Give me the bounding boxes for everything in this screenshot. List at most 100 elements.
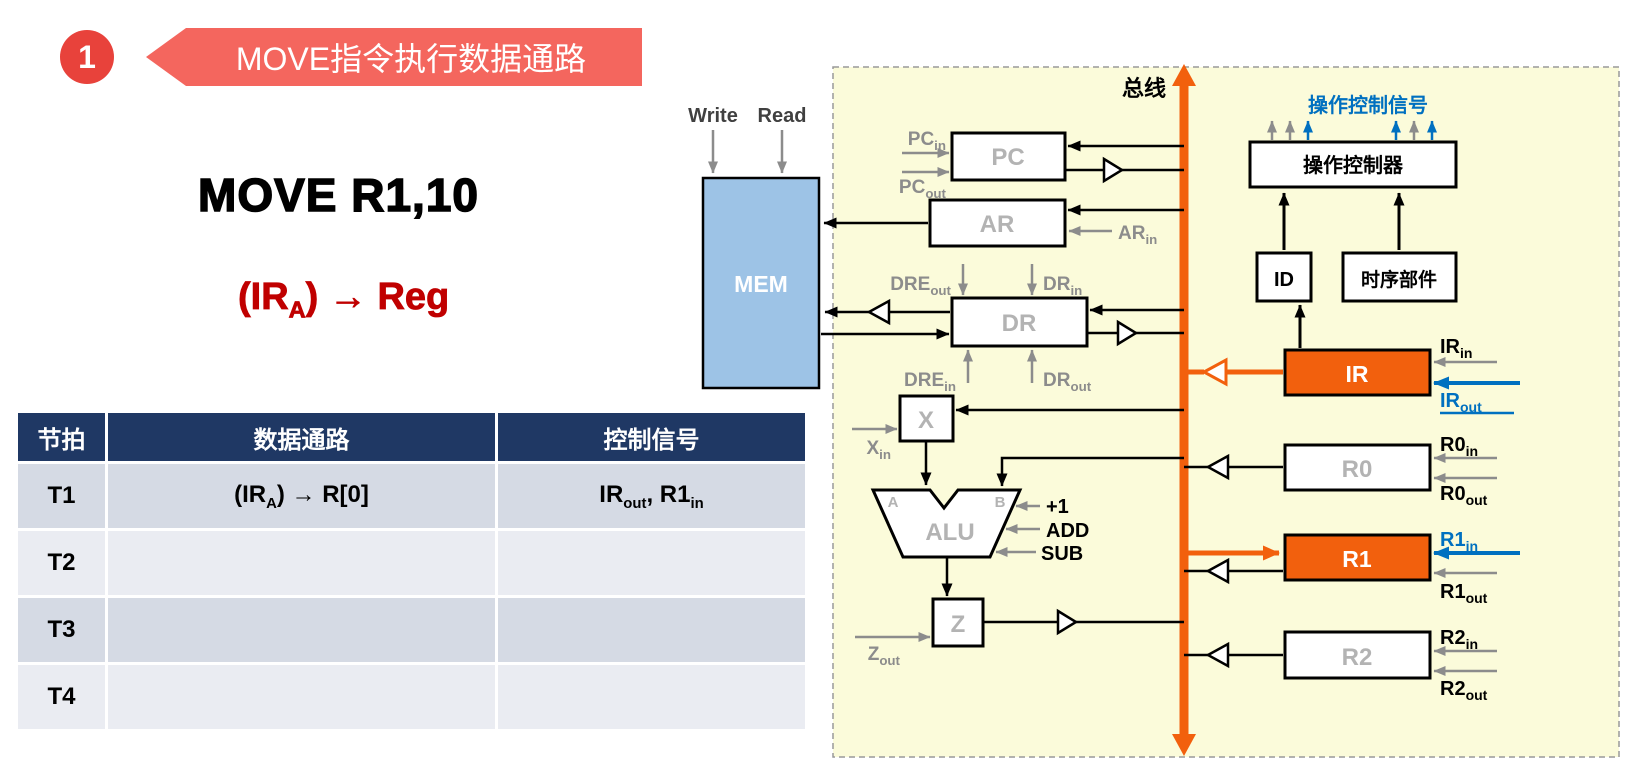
- header-control: 控制信号: [495, 410, 808, 464]
- tristate-z-out: [1056, 608, 1079, 636]
- operation-text: (IRA) → Reg: [238, 276, 450, 323]
- controller-label: 操作控制器: [1303, 153, 1404, 177]
- step-badge: 1: [60, 30, 114, 84]
- dr-in-label: DRin: [1043, 274, 1082, 298]
- ir-in-label: IRin: [1440, 336, 1472, 361]
- tristate-dr-out: [1116, 319, 1139, 347]
- x-block: [898, 394, 955, 443]
- tristate-pc-out: [1102, 156, 1125, 184]
- id-block: [1255, 251, 1313, 303]
- dr-label: DR: [1002, 310, 1037, 337]
- ar-label: AR: [980, 211, 1015, 238]
- timing-label: 时序部件: [1361, 268, 1437, 291]
- r2-block: [1283, 630, 1432, 680]
- timing-table: 节拍 数据通路 控制信号 T1 (IRA) → R[0] IRout, R1in…: [15, 410, 808, 732]
- r1-block: [1283, 533, 1432, 582]
- r2-out-label: R2out: [1440, 678, 1488, 703]
- beat-cell: T4: [15, 662, 108, 732]
- instruction-text: MOVE R1,10: [197, 168, 479, 222]
- alu-label: ALU: [925, 519, 974, 546]
- x-label: X: [918, 407, 934, 434]
- z-label: Z: [951, 611, 966, 638]
- control-cell: [495, 528, 808, 598]
- ar-section: AR ARin: [928, 198, 1157, 248]
- r0-block: [1283, 443, 1432, 492]
- table-row-t1: T1 (IRA) → R[0] IRout, R1in: [15, 461, 808, 531]
- mem-block: [701, 176, 821, 390]
- dr-out-label: DRout: [1043, 370, 1092, 394]
- alu-b-label: B: [995, 494, 1006, 511]
- dre-in-label: DREin: [904, 370, 956, 394]
- bus-arrow-down: [1172, 734, 1196, 756]
- r0-label: R0: [1342, 456, 1373, 483]
- r1-out-label: R1out: [1440, 581, 1488, 606]
- table-row-t3: T3: [15, 595, 808, 665]
- datapath-cell: (IRA) → R[0]: [105, 461, 498, 531]
- ir-label: IR: [1346, 361, 1369, 387]
- write-label: Write: [688, 105, 738, 127]
- header-datapath: 数据通路: [105, 410, 498, 464]
- datapath-cell: [105, 662, 498, 732]
- z-section: Z Zout: [855, 597, 985, 668]
- dr-block: [950, 296, 1089, 348]
- control-cell: [495, 595, 808, 665]
- header-beat: 节拍: [15, 410, 108, 464]
- pc-block: [950, 131, 1067, 182]
- datapath-cell: [105, 595, 498, 665]
- bus-arrow-up: [1172, 64, 1196, 86]
- pc-section: PC PCin PCout: [899, 129, 1067, 201]
- r0-in-label: R0in: [1440, 434, 1478, 459]
- controller-block: [1248, 140, 1458, 189]
- read-label: Read: [758, 105, 807, 127]
- control-cell: [495, 662, 808, 732]
- sub-label: SUB: [1041, 543, 1083, 565]
- tristate-r0-out: [1205, 453, 1230, 481]
- add-label: ADD: [1046, 520, 1089, 542]
- id-label: ID: [1274, 269, 1294, 291]
- alu-a-label: A: [888, 494, 899, 511]
- mem-label: MEM: [734, 271, 788, 297]
- r2-section: R2 R2in R2out: [1283, 627, 1497, 703]
- dre-out-label: DREout: [890, 274, 951, 298]
- beat-cell: T2: [15, 528, 108, 598]
- controller-section: 操作控制信号 操作控制器 ID 时序部件: [1248, 93, 1458, 303]
- timing-block: [1341, 251, 1458, 303]
- tristate-r1-out: [1205, 557, 1230, 585]
- tristate-r2-out: [1205, 641, 1230, 669]
- r2-in-label: R2in: [1440, 627, 1478, 652]
- plus1-label: +1: [1046, 496, 1069, 518]
- wire-bus-to-alu-b: [996, 456, 1184, 487]
- r1-section: R1 R1in R1out: [1283, 529, 1520, 606]
- alu-block: [870, 488, 1023, 559]
- z-out-label: Zout: [868, 644, 901, 668]
- z-block: [931, 597, 985, 648]
- mem-section: Write Read MEM: [688, 105, 821, 390]
- table-row-t4: T4: [15, 662, 808, 732]
- r1-in-label: R1in: [1440, 529, 1478, 554]
- pc-label: PC: [991, 144, 1024, 171]
- r2-label: R2: [1342, 644, 1373, 671]
- tristate-dr-to-mem: [866, 298, 891, 326]
- dr-section: DR DREout DRin DREin DRout: [890, 264, 1092, 394]
- x-in-label: Xin: [866, 438, 891, 462]
- pc-in-label: PCin: [908, 129, 946, 153]
- ar-block: [928, 198, 1067, 248]
- control-cell: IRout, R1in: [495, 461, 808, 531]
- r0-out-label: R0out: [1440, 483, 1488, 508]
- tristate-ir-out-active: [1200, 357, 1228, 387]
- table-row-t2: T2: [15, 528, 808, 598]
- beat-cell: T1: [15, 461, 108, 531]
- ir-section: IR IRin IRout: [1283, 336, 1520, 415]
- bus-label: 总线: [1122, 76, 1166, 101]
- slide-title-banner: MOVE指令执行数据通路: [146, 28, 642, 86]
- table-header-row: 节拍 数据通路 控制信号: [15, 410, 808, 464]
- ir-out-label: IRout: [1440, 390, 1482, 415]
- ar-in-label: ARin: [1118, 223, 1157, 247]
- ir-block: [1283, 348, 1432, 397]
- beat-cell: T3: [15, 595, 108, 665]
- alu-section: A B ALU +1 ADD SUB: [870, 488, 1089, 565]
- x-section: X Xin: [852, 394, 955, 462]
- datapath-wires: [821, 140, 1405, 669]
